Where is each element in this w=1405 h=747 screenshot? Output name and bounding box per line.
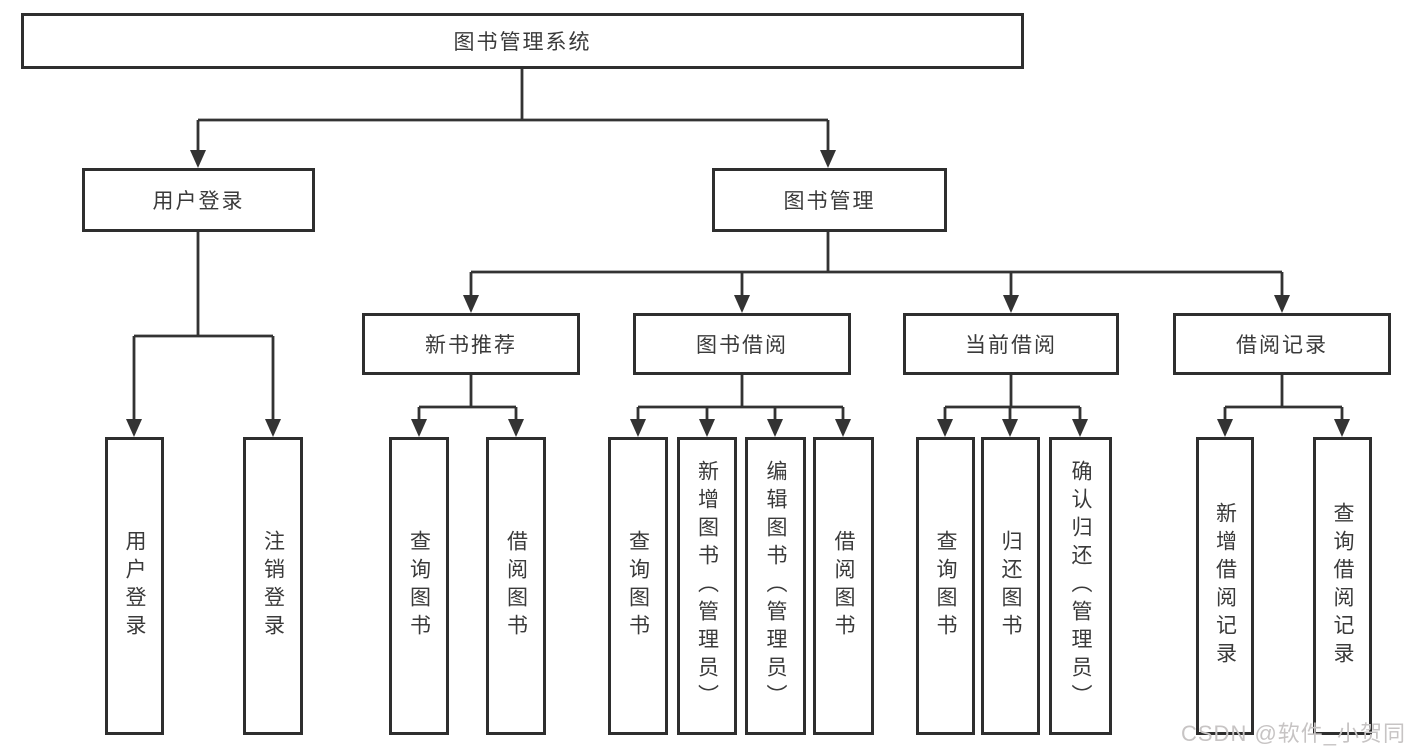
- node-new-book-recommend: 新书推荐: [362, 313, 580, 375]
- node-label: 图书管理系统: [453, 31, 592, 54]
- node-label: 新增图书（管理员）: [695, 460, 719, 712]
- leaf-add-book-admin: 新增图书（管理员）: [677, 437, 737, 735]
- leaf-add-borrow-record: 新增借阅记录: [1196, 437, 1254, 735]
- node-label: 查询借阅记录: [1331, 502, 1354, 670]
- node-label: 查询图书: [626, 530, 650, 642]
- node-root-system: 图书管理系统: [21, 13, 1024, 69]
- node-borrow-records: 借阅记录: [1173, 313, 1391, 375]
- node-label: 用户登录: [123, 530, 146, 642]
- node-book-management: 图书管理: [712, 168, 947, 232]
- leaf-query-books-current: 查询图书: [916, 437, 975, 735]
- leaf-borrow-books: 借阅图书: [813, 437, 874, 735]
- node-label: 新增借阅记录: [1213, 502, 1237, 670]
- node-book-borrow: 图书借阅: [633, 313, 851, 375]
- node-label: 借阅图书: [504, 530, 528, 642]
- node-label: 查询图书: [934, 530, 957, 642]
- node-label: 编辑图书（管理员）: [764, 460, 787, 712]
- leaf-user-login: 用户登录: [105, 437, 164, 735]
- node-label: 注销登录: [261, 530, 285, 642]
- leaf-confirm-return-admin: 确认归还（管理员）: [1049, 437, 1112, 735]
- node-user-login: 用户登录: [82, 168, 315, 232]
- node-label: 当前借阅: [965, 334, 1057, 357]
- node-label: 查询图书: [407, 530, 431, 642]
- leaf-query-books-borrow: 查询图书: [608, 437, 668, 735]
- node-label: 新书推荐: [425, 334, 517, 357]
- leaf-edit-book-admin: 编辑图书（管理员）: [745, 437, 806, 735]
- leaf-query-books-recommend: 查询图书: [389, 437, 449, 735]
- node-current-borrow: 当前借阅: [903, 313, 1119, 375]
- csdn-watermark: CSDN @软件_小贺同学: [1181, 721, 1405, 746]
- arrowheads: [126, 150, 1350, 437]
- node-label: 借阅记录: [1236, 334, 1328, 357]
- tree-edges: [132, 69, 1344, 421]
- leaf-return-books: 归还图书: [981, 437, 1040, 735]
- leaf-borrow-books-recommend: 借阅图书: [486, 437, 546, 735]
- leaf-logout: 注销登录: [243, 437, 303, 735]
- node-label: 用户登录: [152, 190, 245, 213]
- node-label: 归还图书: [999, 530, 1022, 642]
- node-label: 借阅图书: [832, 530, 855, 642]
- node-label: 图书管理: [783, 190, 876, 213]
- node-label: 确认归还（管理员）: [1069, 460, 1092, 712]
- leaf-query-borrow-record: 查询借阅记录: [1313, 437, 1372, 735]
- node-label: 图书借阅: [696, 334, 788, 357]
